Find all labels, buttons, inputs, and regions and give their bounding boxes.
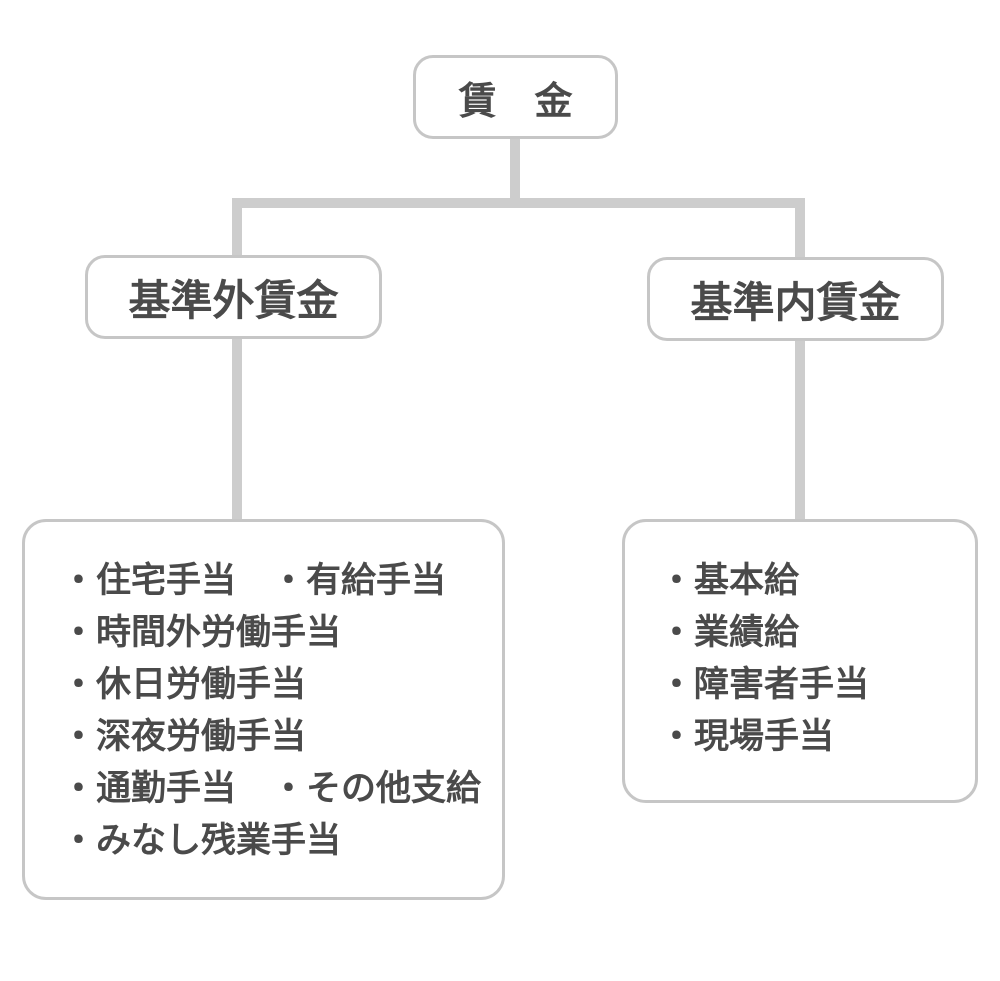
list-item: ・住宅手当 ・有給手当: [61, 561, 447, 600]
list-item: ・通勤手当 ・その他支給: [61, 769, 482, 808]
connector-left-list-vertical: [232, 337, 242, 522]
connector-horizontal-bar: [232, 198, 805, 208]
list-item: ・時間外労働手当: [61, 613, 342, 652]
connector-root-vertical: [510, 137, 520, 203]
connector-left-branch-vertical: [232, 198, 242, 258]
list-item: ・現場手当: [659, 717, 835, 756]
connector-right-list-vertical: [795, 339, 805, 522]
connector-right-branch-vertical: [795, 198, 805, 260]
list-item: ・基本給: [659, 561, 800, 600]
branch-right-label: 基準内賃金: [690, 278, 901, 326]
list-item: ・休日労働手当: [61, 665, 307, 704]
root-node-label: 賃 金: [458, 80, 573, 123]
standard-wages-list-box: ・基本給 ・業績給 ・障害者手当 ・現場手当: [622, 519, 978, 803]
nonstandard-wages-list-box: ・住宅手当 ・有給手当 ・時間外労働手当 ・休日労働手当 ・深夜労働手当 ・通勤…: [22, 519, 505, 900]
branch-node-nonstandard-wages: 基準外賃金: [85, 255, 382, 339]
branch-node-standard-wages: 基準内賃金: [647, 257, 944, 341]
list-item: ・みなし残業手当: [61, 821, 342, 860]
branch-left-label: 基準外賃金: [128, 276, 339, 324]
list-item: ・深夜労働手当: [61, 717, 307, 756]
list-item: ・障害者手当: [659, 665, 870, 704]
list-item: ・業績給: [659, 613, 800, 652]
root-node-wages: 賃 金: [413, 55, 618, 139]
